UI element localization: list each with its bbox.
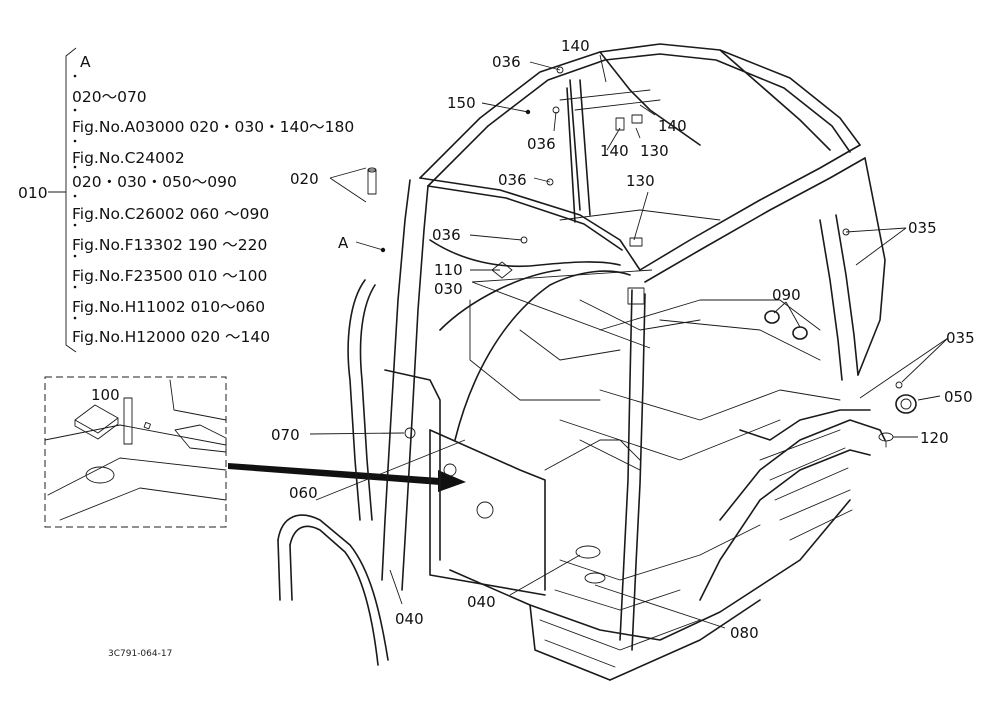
index-item: Fig.No.F23500 010 ～100 [72, 267, 267, 285]
callout-110: 110 [434, 261, 463, 279]
callout-070: 070 [271, 426, 300, 444]
callout-140: 140 [561, 37, 590, 55]
callout-060: 060 [289, 484, 318, 502]
part-120-plug [878, 432, 894, 448]
drawing-code: 3C791-064-17 [108, 649, 172, 659]
index-item: Fig.No.C26002 060 ～090 [72, 205, 269, 223]
callout-A: A [338, 234, 349, 252]
callout-036: 036 [432, 226, 461, 244]
index-group-label: 010 [18, 184, 48, 202]
detail-inset [44, 376, 227, 528]
index-item: Fig.No.F13302 190 ～220 [72, 236, 267, 254]
index-item: Fig.No.H12000 020 ～140 [72, 328, 270, 346]
callout-140: 140 [658, 117, 687, 135]
index-item: Fig.No.A03000 020・030・140～180 [72, 118, 354, 136]
callout-035: 035 [946, 329, 975, 347]
callout-036: 036 [527, 135, 556, 153]
callout-130: 130 [640, 142, 669, 160]
callout-020: 020 [290, 170, 319, 188]
callout-040: 040 [467, 593, 496, 611]
callout-130: 130 [626, 172, 655, 190]
callout-030: 030 [434, 280, 463, 298]
part-060-handrail [277, 514, 389, 666]
index-item: Fig.No.C24002 [72, 149, 185, 167]
cab-frame-drawing [347, 43, 886, 681]
callout-050: 050 [944, 388, 973, 406]
index-item: 020～070 [72, 88, 147, 106]
index-item: A [80, 53, 91, 71]
callout-150: 150 [447, 94, 476, 112]
part-050-grommet [895, 394, 917, 414]
index-bracket [48, 47, 77, 353]
index-item: 020・030・050～090 [72, 173, 237, 191]
callout-040: 040 [395, 610, 424, 628]
callout-036: 036 [498, 171, 527, 189]
leader-lines [309, 54, 949, 629]
callout-035: 035 [908, 219, 937, 237]
callout-090: 090 [772, 286, 801, 304]
callout-080: 080 [730, 624, 759, 642]
part-020-rubbers [367, 167, 377, 195]
callout-036: 036 [492, 53, 521, 71]
fastener-marks [404, 66, 903, 439]
callout-120: 120 [920, 429, 949, 447]
callout-100: 100 [91, 386, 120, 404]
index-item: Fig.No.H11002 010～060 [72, 298, 265, 316]
callout-140: 140 [600, 142, 629, 160]
